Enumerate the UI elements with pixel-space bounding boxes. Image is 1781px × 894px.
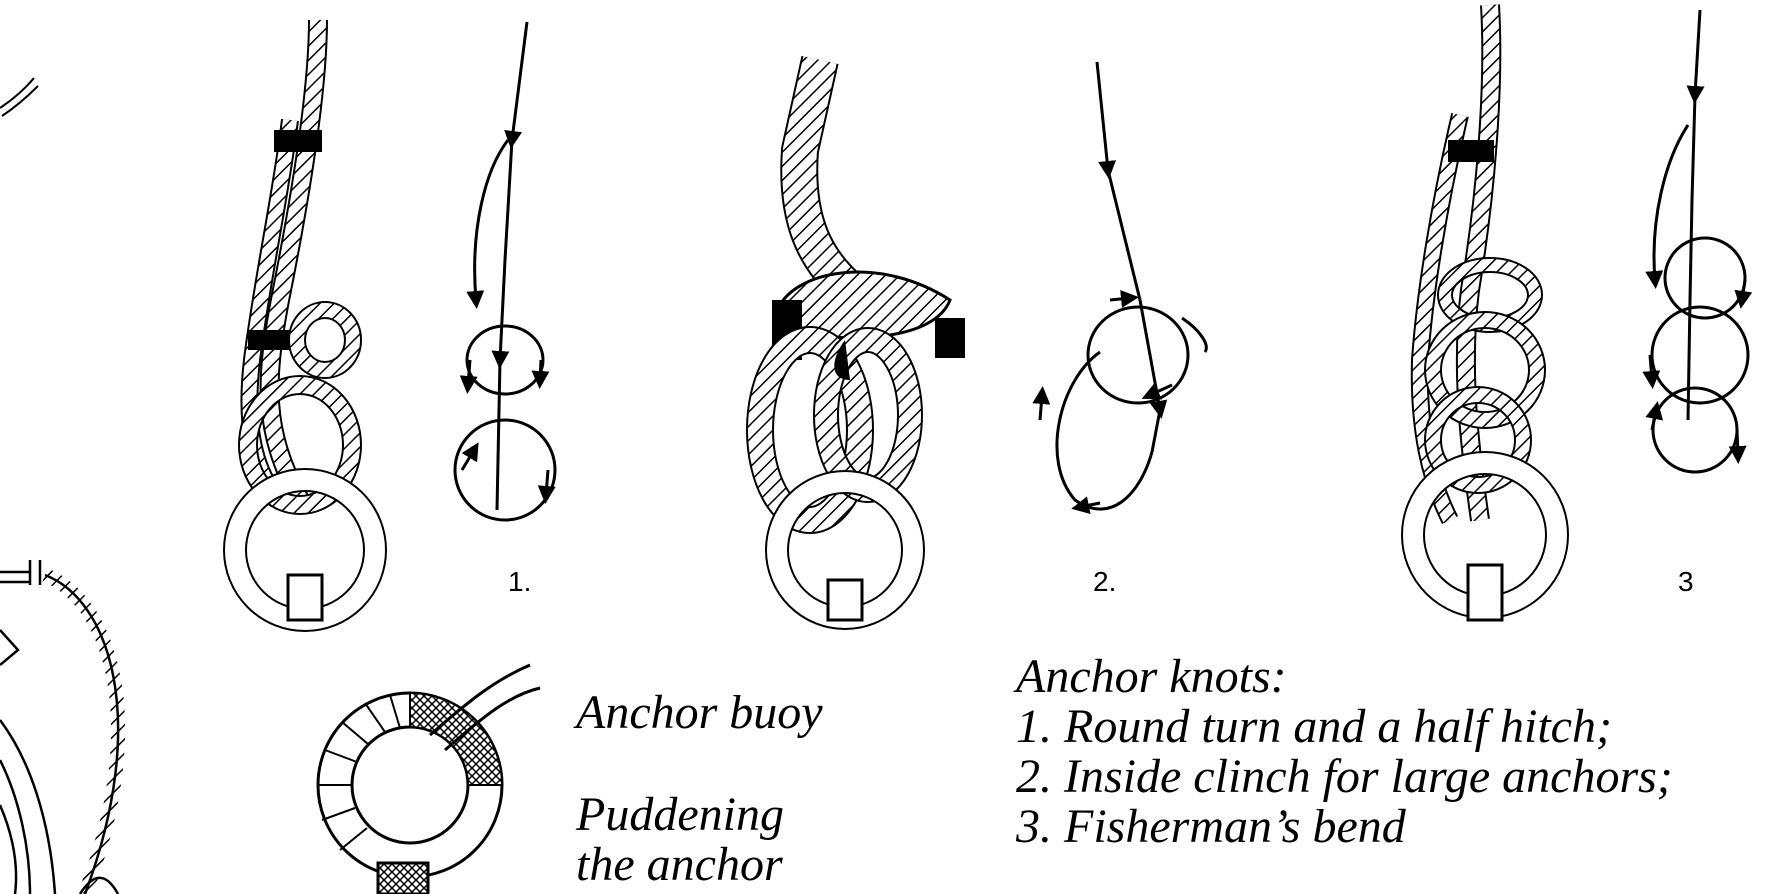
- puddening-line-2: the anchor: [576, 838, 783, 891]
- knot-caption-item-3: 3. Fisherman’s bend: [1016, 800, 1406, 853]
- anchor-buoy-caption: Anchor buoy: [576, 688, 823, 738]
- left-partial-rope-top: [0, 77, 39, 117]
- left-partial-anchor-buoy: [0, 560, 126, 894]
- anchor-buoy-label: Anchor buoy: [576, 686, 823, 739]
- figure-number-3: 3: [1678, 566, 1694, 597]
- anchor-knots-heading: Anchor knots:: [1016, 650, 1287, 703]
- figure-number-2: 2.: [1093, 566, 1117, 597]
- knot-caption-item-2: 2. Inside clinch for large anchors;: [1016, 750, 1673, 803]
- knot-2-rope-drawing: [746, 55, 965, 630]
- knot-caption-item-1: 1. Round turn and a half hitch;: [1016, 700, 1612, 753]
- puddening-caption: Puddening the anchor: [576, 790, 784, 890]
- knot-1-path-diagram: [453, 21, 557, 522]
- figure-number-1: 1.: [508, 566, 532, 597]
- puddening-line-1: Puddening: [576, 788, 784, 841]
- knot-1-rope-drawing: [223, 19, 387, 632]
- knot-3-path-diagram: [1642, 9, 1753, 474]
- puddening-ring-drawing: [316, 663, 541, 894]
- knot-2-path-diagram: [1032, 61, 1208, 515]
- knot-3-rope-drawing: [1401, 4, 1569, 622]
- anchor-knots-caption: Anchor knots: 1. Round turn and a half h…: [1016, 652, 1673, 852]
